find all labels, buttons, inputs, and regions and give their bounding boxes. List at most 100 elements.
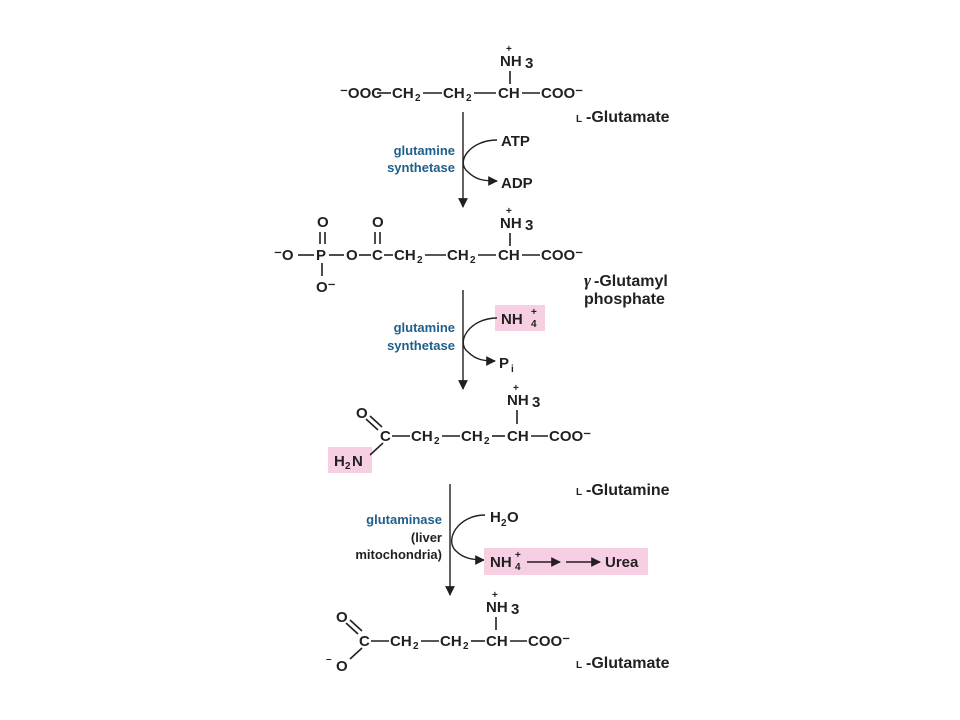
amino-group: + NH 3 bbox=[507, 383, 540, 424]
amino-group: + NH 3 bbox=[500, 44, 533, 84]
step-glutaminase: glutaminase (liver mitochondria) H 2 O N… bbox=[355, 484, 648, 596]
molecule-name: -Glutamate bbox=[586, 109, 670, 126]
double-bond bbox=[345, 622, 359, 635]
enzyme-location: (liver bbox=[411, 530, 442, 545]
molecule-glutamate-bottom: + NH 3 O C CH 2 CH 2 CH COO⁻ – O L -Glut… bbox=[326, 590, 670, 675]
ammonium-subscript: 4 bbox=[531, 319, 537, 330]
ch2-group: CH bbox=[390, 633, 412, 650]
molecule-glutamate-top: + NH 3 ⁻OOC CH 2 CH 2 CH COO⁻ L -Glutama… bbox=[340, 44, 670, 126]
carboxylate-right: COO⁻ bbox=[541, 85, 583, 102]
phosphate-oxygen: ⁻O bbox=[274, 247, 294, 264]
amino-charge: + bbox=[513, 383, 519, 394]
ammonium-input: NH bbox=[501, 311, 523, 328]
carboxylate-right: COO⁻ bbox=[549, 428, 591, 445]
enzyme-label: glutamine bbox=[394, 320, 455, 335]
amino-nh: NH bbox=[486, 599, 508, 616]
amino-charge: + bbox=[492, 590, 498, 601]
bridging-oxygen: O bbox=[346, 247, 358, 264]
enzyme-label: synthetase bbox=[387, 338, 455, 353]
ch2-group: CH bbox=[411, 428, 433, 445]
carboxylate-charge: – bbox=[326, 654, 332, 665]
ch2-subscript: 2 bbox=[434, 436, 440, 447]
ch2-subscript: 2 bbox=[417, 255, 423, 266]
ammonium-charge: + bbox=[531, 307, 537, 318]
carboxylate-oxygen: O bbox=[336, 658, 348, 675]
step-glutamine-synthetase-1: glutamine synthetase ATP ADP bbox=[387, 112, 533, 208]
enzyme-label: glutaminase bbox=[366, 512, 442, 527]
amino-charge: + bbox=[506, 44, 512, 55]
molecule-glutamyl-phosphate: O O + NH 3 ⁻O P O C CH 2 CH 2 CH COO⁻ O⁻… bbox=[274, 206, 668, 308]
oxo-oxygen: O bbox=[336, 609, 348, 626]
double-bond bbox=[365, 418, 379, 431]
bond bbox=[349, 647, 363, 660]
ch-group: CH bbox=[486, 633, 508, 650]
amino-charge: + bbox=[506, 206, 512, 217]
amino-subscript: 3 bbox=[511, 601, 519, 618]
ch2-subscript: 2 bbox=[415, 93, 421, 104]
ammonium-output: NH bbox=[490, 554, 512, 571]
ch2-group: CH bbox=[447, 247, 469, 264]
amide-bond bbox=[369, 442, 384, 456]
amino-nh: NH bbox=[500, 53, 522, 70]
cofactor-input: ATP bbox=[501, 133, 530, 150]
amide-h: H bbox=[334, 453, 345, 470]
cofactor-output: ADP bbox=[501, 175, 533, 192]
cofactor-arrow bbox=[462, 317, 498, 366]
oxo-oxygen: O bbox=[356, 405, 368, 422]
amide-n: N bbox=[352, 453, 363, 470]
oxo-oxygen: O bbox=[317, 214, 329, 231]
ch2-subscript: 2 bbox=[466, 93, 472, 104]
urea-product: Urea bbox=[605, 554, 639, 571]
phosphate-output: P bbox=[499, 355, 509, 372]
carboxyl-carbon: C bbox=[359, 633, 370, 650]
double-bond bbox=[369, 415, 383, 428]
name-prefix: L bbox=[576, 487, 582, 498]
carbonyl-carbon: C bbox=[372, 247, 383, 264]
ch2-subscript: 2 bbox=[484, 436, 490, 447]
name-greek: γ bbox=[584, 271, 592, 290]
amino-group: + NH 3 bbox=[500, 206, 533, 246]
ch2-group: CH bbox=[394, 247, 416, 264]
molecule-glutamine: + NH 3 O C CH 2 CH 2 CH COO⁻ H 2 N L -Gl… bbox=[328, 383, 670, 499]
ch2-subscript: 2 bbox=[470, 255, 476, 266]
cofactor-arrow bbox=[451, 514, 486, 565]
enzyme-label: glutamine bbox=[394, 143, 455, 158]
amino-subscript: 3 bbox=[525, 217, 533, 234]
molecule-name-line2: phosphate bbox=[584, 291, 665, 308]
ch2-group: CH bbox=[443, 85, 465, 102]
step-glutamine-synthetase-2: glutamine synthetase NH + 4 P i bbox=[387, 290, 545, 390]
amino-group: + NH 3 bbox=[486, 590, 519, 630]
oxo-oxygen: O bbox=[372, 214, 384, 231]
molecule-name: -Glutamyl bbox=[594, 273, 668, 290]
ch-group: CH bbox=[498, 247, 520, 264]
ch-group: CH bbox=[507, 428, 529, 445]
amino-subscript: 3 bbox=[532, 394, 540, 411]
amino-nh: NH bbox=[507, 392, 529, 409]
ammonium-subscript: 4 bbox=[515, 562, 521, 573]
water-subscript: 2 bbox=[501, 518, 507, 529]
ch2-group: CH bbox=[392, 85, 414, 102]
phosphate-subscript: i bbox=[511, 364, 514, 375]
ch2-subscript: 2 bbox=[463, 641, 469, 652]
name-prefix: L bbox=[576, 660, 582, 671]
double-bond bbox=[349, 619, 363, 632]
cofactor-arrow bbox=[462, 139, 498, 186]
carboxylate-right: COO⁻ bbox=[528, 633, 570, 650]
name-prefix: L bbox=[576, 114, 582, 125]
enzyme-label: synthetase bbox=[387, 160, 455, 175]
ch-group: CH bbox=[498, 85, 520, 102]
amino-subscript: 3 bbox=[525, 55, 533, 72]
phosphorus: P bbox=[316, 247, 326, 264]
water-o: O bbox=[507, 509, 519, 526]
amide-subscript: 2 bbox=[345, 461, 351, 472]
amino-nh: NH bbox=[500, 215, 522, 232]
carboxylate-left: ⁻OOC bbox=[340, 85, 382, 102]
carbonyl-carbon: C bbox=[380, 428, 391, 445]
ammonium-highlight bbox=[495, 305, 545, 331]
carboxylate-right: COO⁻ bbox=[541, 247, 583, 264]
ch2-group: CH bbox=[440, 633, 462, 650]
phosphate-oxygen-lower: O⁻ bbox=[316, 279, 336, 296]
molecule-name: -Glutamate bbox=[586, 655, 670, 672]
